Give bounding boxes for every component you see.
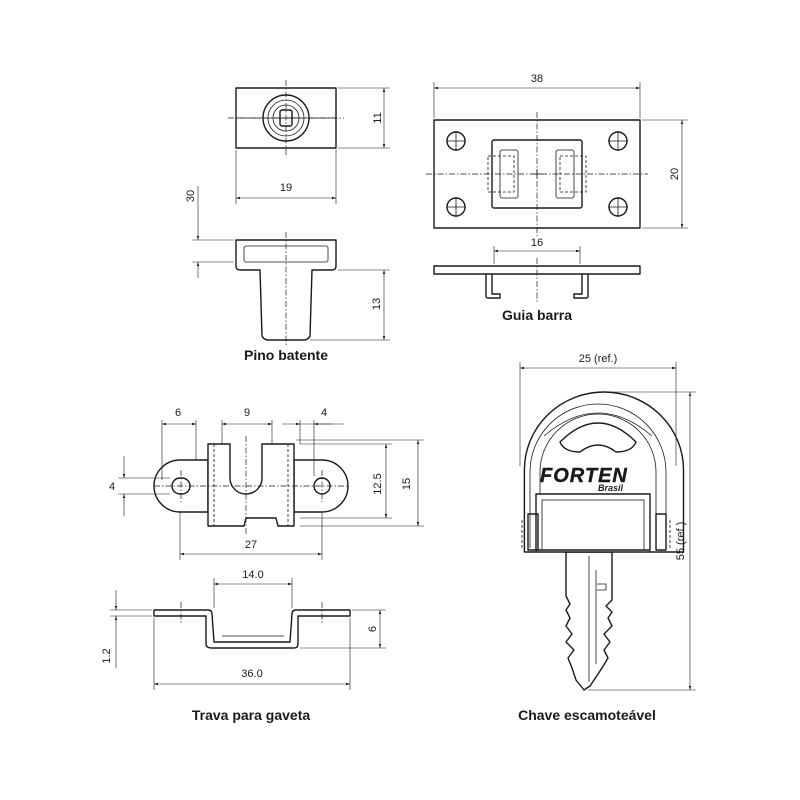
dimension-15: 15: [296, 439, 424, 527]
pino-batente-side-view: [235, 232, 337, 346]
dimension-13: 13: [310, 269, 390, 341]
logo-brand: FORTEN: [540, 465, 628, 487]
dimension-36-0: 36.0: [153, 618, 351, 690]
caption-chave-escamoteavel: Chave escamoteável: [518, 707, 656, 723]
dim-label-20: 20: [669, 168, 681, 180]
chave-key-drawing: [521, 391, 685, 691]
dimension-55-ref: 55 (ref.): [588, 391, 696, 691]
mount-hole: [446, 131, 466, 151]
dimension-25-ref: 25 (ref.): [519, 353, 677, 466]
mount-hole: [446, 197, 466, 217]
logo-sub: Brasil: [598, 483, 624, 493]
dim-label-30: 30: [185, 190, 197, 202]
dim-label-11: 11: [372, 112, 384, 123]
trava-top-view: [153, 436, 349, 534]
dimension-9: 9: [221, 407, 273, 444]
dim-label-15: 15: [401, 478, 413, 490]
dimension-20: 20: [642, 119, 688, 229]
dimension-11: 11: [338, 87, 390, 149]
mount-hole: [608, 197, 628, 217]
mount-hole: [608, 131, 628, 151]
trava-side-view: [153, 602, 351, 649]
dimension-16: 16: [493, 237, 581, 264]
caption-guia-barra: Guia barra: [502, 307, 572, 323]
guia-barra-top-view: [426, 112, 648, 236]
pino-batente-top-view: [228, 80, 344, 156]
dimension-19: 19: [235, 150, 337, 204]
dim-label-55-ref: 55 (ref.): [675, 522, 687, 561]
dim-label-19: 19: [280, 182, 292, 194]
dim-label-6-right: 6: [367, 626, 379, 632]
dimension-6-top: 6: [161, 407, 197, 480]
dimension-1-2: 1.2: [101, 590, 152, 668]
dim-label-6-top: 6: [175, 407, 181, 419]
dimension-30: 30: [185, 186, 234, 278]
dim-label-4-top: 4: [321, 407, 327, 419]
dim-label-12-5: 12.5: [372, 473, 384, 494]
dimension-4-left: 4: [109, 456, 170, 516]
dimension-38: 38: [433, 73, 641, 118]
dim-label-14-0: 14.0: [242, 569, 263, 581]
dim-label-27: 27: [245, 539, 257, 551]
dimension-12-5: 12.5: [300, 443, 392, 519]
dim-label-9: 9: [244, 407, 250, 419]
forten-logo: FORTEN Brasil: [540, 465, 628, 493]
dim-label-36-0: 36.0: [241, 668, 262, 680]
caption-pino-batente: Pino batente: [244, 347, 328, 363]
dimension-14-0: 14.0: [213, 569, 293, 608]
dim-label-4-left: 4: [109, 481, 115, 493]
dim-label-38: 38: [531, 73, 543, 85]
dim-label-25-ref: 25 (ref.): [579, 353, 618, 365]
dim-label-16: 16: [531, 237, 543, 249]
dimension-27: 27: [179, 512, 323, 560]
dimension-6-right: 6: [300, 609, 386, 649]
caption-trava-para-gaveta: Trava para gaveta: [192, 707, 311, 723]
dim-label-1-2: 1.2: [101, 648, 113, 663]
dim-label-13: 13: [371, 298, 383, 310]
guia-barra-side-view: [433, 258, 641, 304]
